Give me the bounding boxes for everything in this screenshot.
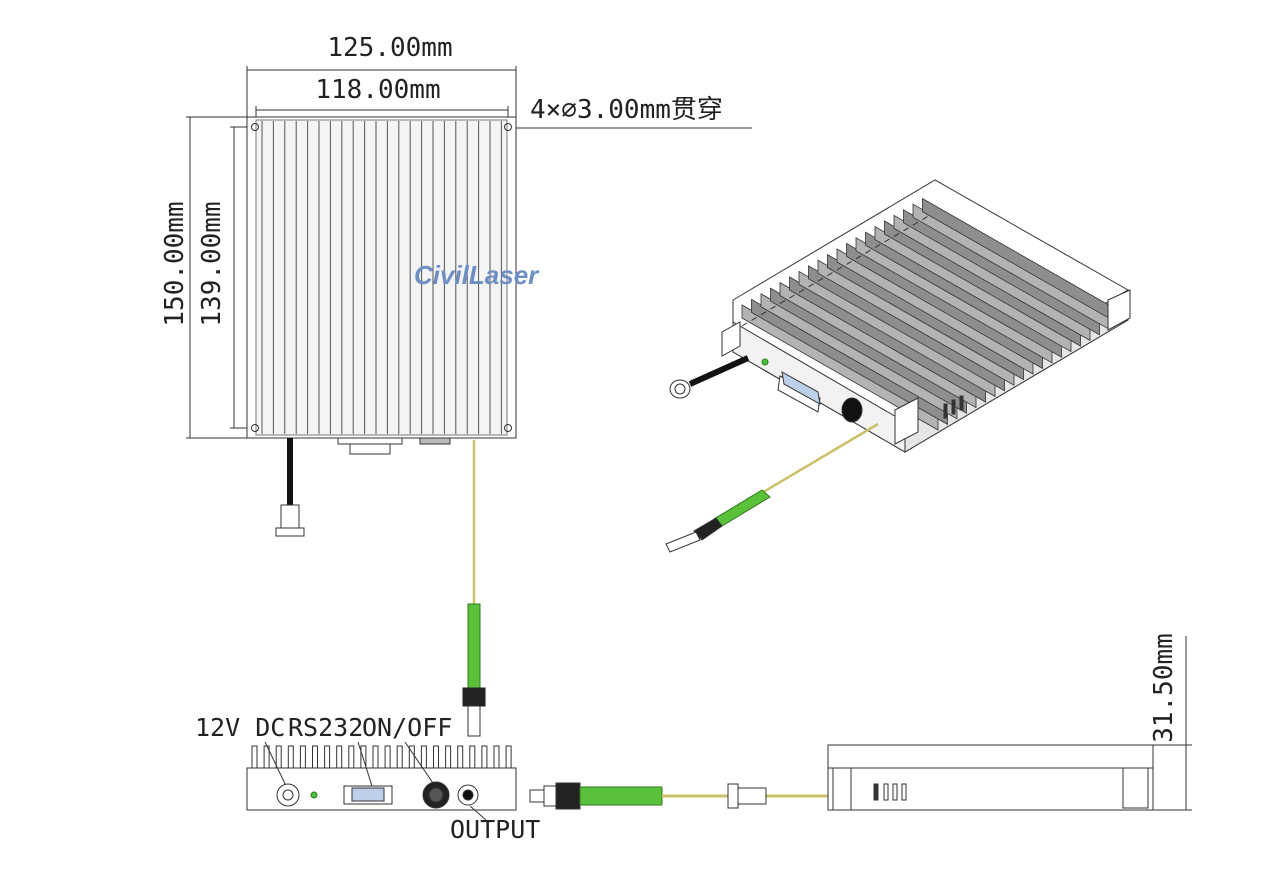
front-fin [324,745,331,769]
label-12v-dc: 12V DC [195,713,285,742]
mounting-hole [504,123,512,131]
front-fin [251,745,258,769]
front-fin [372,745,379,769]
fc-connector [462,687,486,707]
iso-fin-root [741,322,748,327]
front-fin [420,745,427,769]
front-fin [493,745,500,769]
fiber-boot [467,603,481,689]
dim-overall-length: 150.00mm [160,201,190,326]
iso-fin-root [827,272,833,277]
mounting-hole [251,123,259,131]
front-fin [348,745,355,769]
front-fin [457,745,464,769]
module-body-side [827,744,1154,811]
front-fins [251,745,512,769]
iso-fin-root [884,238,890,243]
front-fin [299,745,306,769]
isometric-db9 [781,371,821,405]
isometric-switch [841,397,863,423]
iso-fin-root [779,300,786,305]
front-fin [505,745,512,769]
front-fin [360,745,367,769]
front-fin [287,745,294,769]
side-view [529,636,1192,811]
side-fc-tip [529,789,545,803]
iso-fin-root [922,216,928,221]
front-view [246,741,517,821]
dim-hole-length: 139.00mm [197,201,227,326]
iso-fin-root [798,288,805,293]
iso-fin-root [751,316,757,321]
iso-fin-root [874,244,881,249]
isometric-fins [741,197,1119,431]
iso-fin-root [846,260,852,265]
iso-fin-root [836,266,843,271]
front-fin [408,745,415,769]
label-on-off: ON/OFF [362,713,452,742]
dim-mounting-holes: 4×∅3.00mm贯穿 [530,95,723,125]
front-fin [433,745,439,769]
civillaser-logo: CivilLaser [414,260,540,290]
iso-fin-root [770,305,776,310]
isometric-view [665,179,1131,553]
front-fin [275,745,282,769]
iso-fin-root [808,283,814,288]
front-indicator-led [310,791,318,799]
front-fin [336,745,343,769]
iso-fin-root [817,277,824,282]
iso-fin-root [912,221,919,226]
side-fiber-boot [579,786,663,806]
dim-overall-width: 125.00mm [327,33,452,63]
iso-fin-root [893,232,900,237]
isometric-fiber-boot [713,489,771,527]
front-fin [396,745,403,769]
heat-sink-fins [261,121,502,434]
front-fin [481,745,488,769]
iso-fin-root [789,294,795,299]
label-output: OUTPUT [450,815,540,844]
dim-height: 31.50mm [1149,633,1179,743]
front-fin [469,745,476,769]
mounting-hole [251,424,259,432]
iso-fin-root [865,249,871,254]
iso-fin-root [855,255,862,260]
mounting-hole [504,424,512,432]
front-fin [445,745,452,769]
front-fin [312,745,318,769]
power-plug [280,504,300,532]
iso-fin-root [903,227,909,232]
dim-hole-width: 118.00mm [315,75,440,105]
iso-fin-root [760,311,767,316]
top-view [186,66,752,737]
side-fc-connector [555,782,581,810]
label-rs232: RS232 [288,713,363,742]
indicator-led [761,358,769,366]
front-fin [384,745,391,769]
